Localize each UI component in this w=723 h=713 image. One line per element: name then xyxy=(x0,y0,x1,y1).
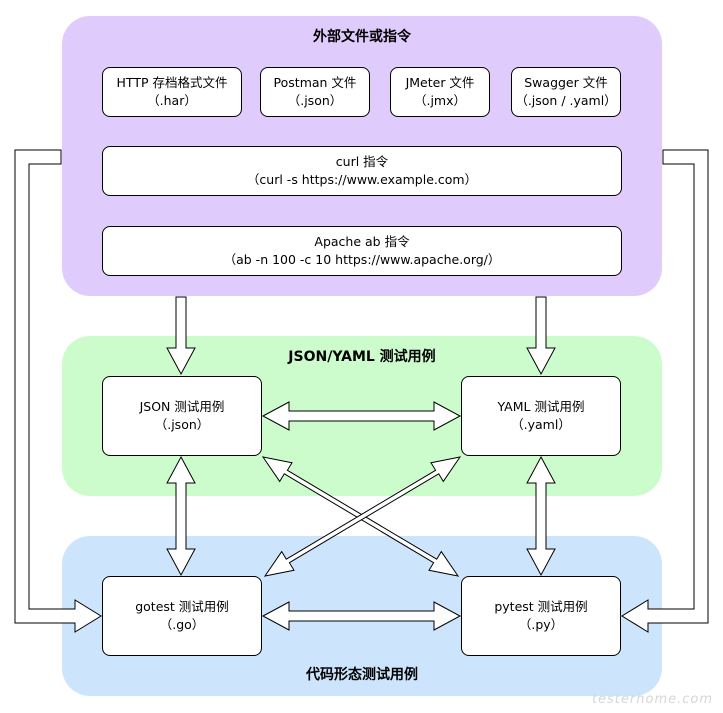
apache-ab-command-example: （ab -n 100 -c 10 https://www.apache.org/… xyxy=(223,252,501,267)
external-sources-title: 外部文件或指令 xyxy=(313,29,411,45)
arrow-json-yaml xyxy=(261,401,462,431)
apache-ab-command-label: Apache ab 指令 xyxy=(314,234,410,249)
jmeter-file-ext: （.jmx） xyxy=(413,93,467,108)
curl-command-node: curl 指令 （curl -s https://www.example.com… xyxy=(102,146,622,196)
yaml-testcase-node: YAML 测试用例 （.yaml） xyxy=(461,376,621,456)
arrow-external-to-pytest xyxy=(621,149,709,633)
arrow-external-to-yaml xyxy=(526,296,556,376)
postman-file-ext: （.json） xyxy=(287,93,343,108)
gotest-testcase-node: gotest 测试用例 （.go） xyxy=(102,576,262,656)
json-yaml-cases-title: JSON/YAML 测试用例 xyxy=(288,349,436,365)
arrow-external-to-gotest xyxy=(14,149,102,633)
har-file-ext: （.har） xyxy=(147,93,197,108)
postman-file-label: Postman 文件 xyxy=(273,75,357,90)
postman-file-node: Postman 文件 （.json） xyxy=(260,67,370,117)
arrow-yaml-pytest xyxy=(526,455,556,577)
json-testcase-ext: （.json） xyxy=(154,417,210,432)
jmeter-file-label: JMeter 文件 xyxy=(405,75,475,90)
swagger-file-label: Swagger 文件 xyxy=(524,75,608,90)
arrow-yaml-gotest xyxy=(263,456,462,577)
har-file-label: HTTP 存档格式文件 xyxy=(116,75,228,90)
yaml-testcase-ext: （.yaml） xyxy=(511,417,571,432)
pytest-testcase-label: pytest 测试用例 xyxy=(494,599,588,614)
gotest-testcase-label: gotest 测试用例 xyxy=(135,599,229,614)
arrow-gotest-pytest xyxy=(261,601,462,631)
curl-command-label: curl 指令 xyxy=(335,154,389,169)
arrow-external-to-json xyxy=(166,296,196,376)
swagger-file-ext: （.json / .yaml） xyxy=(515,93,617,108)
gotest-testcase-ext: （.go） xyxy=(159,617,205,632)
yaml-testcase-label: YAML 测试用例 xyxy=(497,399,585,414)
curl-command-example: （curl -s https://www.example.com） xyxy=(246,172,478,187)
pytest-testcase-node: pytest 测试用例 （.py） xyxy=(461,576,621,656)
pytest-testcase-ext: （.py） xyxy=(518,617,564,632)
arrow-json-gotest xyxy=(166,455,196,577)
json-testcase-node: JSON 测试用例 （.json） xyxy=(102,376,262,456)
jmeter-file-node: JMeter 文件 （.jmx） xyxy=(390,67,490,117)
har-file-node: HTTP 存档格式文件 （.har） xyxy=(102,67,242,117)
swagger-file-node: Swagger 文件 （.json / .yaml） xyxy=(511,67,621,117)
apache-ab-command-node: Apache ab 指令 （ab -n 100 -c 10 https://ww… xyxy=(102,226,622,276)
watermark-logo: testerhome.com xyxy=(591,692,713,707)
code-cases-title: 代码形态测试用例 xyxy=(306,667,418,683)
json-testcase-label: JSON 测试用例 xyxy=(139,399,225,414)
